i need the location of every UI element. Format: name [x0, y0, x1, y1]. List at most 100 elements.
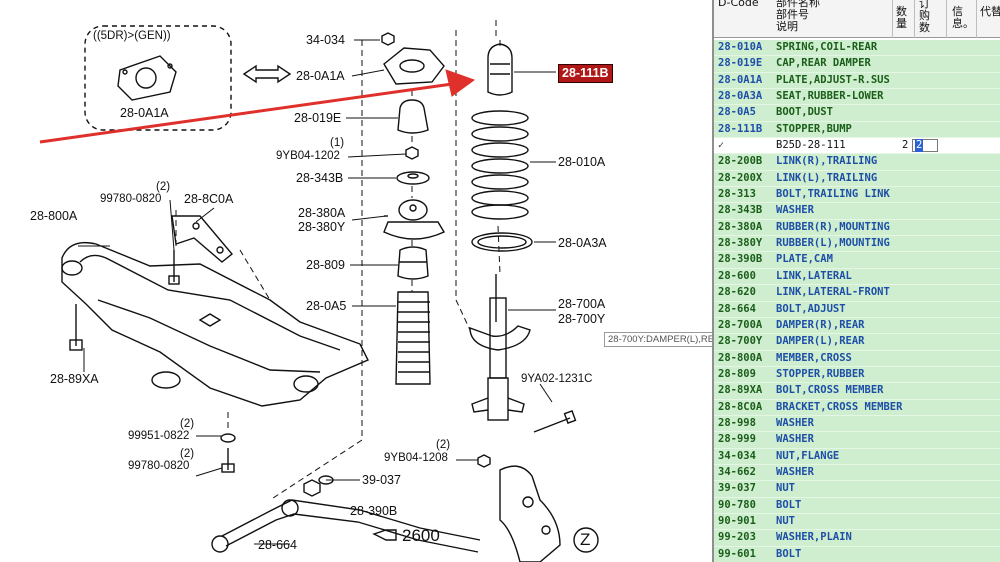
label-28-800a[interactable]: 28-800A [30, 209, 78, 223]
damper-icon [469, 274, 531, 421]
label-28-89xa[interactable]: 28-89XA [50, 372, 99, 386]
inset-title: ((5DR)>(GEN)) [93, 30, 171, 42]
label-99951-0822[interactable]: 99951-0822 [128, 430, 190, 442]
row-dcode: 28-800A [718, 351, 763, 364]
label-28-010a[interactable]: 28-010A [558, 155, 606, 169]
row-part-name: NUT [776, 482, 795, 495]
row-checkbox[interactable]: ✓ [718, 140, 725, 152]
label-28-664[interactable]: 28-664 [258, 538, 297, 552]
label-28-0a5[interactable]: 28-0A5 [306, 299, 347, 313]
row-dcode: 39-037 [718, 482, 756, 495]
label-28-0a1a[interactable]: 28-0A1A [296, 69, 345, 83]
header-name-line1[interactable]: 部件名称 [776, 0, 820, 9]
exploded-view-drawing [39, 20, 599, 562]
ref-2600[interactable]: 2600 [402, 526, 440, 545]
row-part-name: PLATE,CAM [776, 253, 833, 266]
lower-seat-icon [471, 232, 533, 252]
order-quantity-input[interactable]: 2 [912, 139, 938, 153]
label-28-390b[interactable]: 28-390B [350, 504, 398, 518]
row-part-name: NUT [776, 514, 795, 527]
table-row[interactable]: 39-037 NUT [714, 481, 1000, 498]
label-28-380a[interactable]: 28-380A [298, 206, 346, 220]
row-part-name: WASHER [776, 204, 814, 217]
label-28-809[interactable]: 28-809 [306, 258, 345, 272]
label-9yb04-1202[interactable]: 9YB04-1202 [276, 150, 340, 162]
row-dcode: 28-380Y [718, 237, 763, 250]
label-9yb04-1208[interactable]: 9YB04-1208 [384, 452, 448, 464]
row-dcode: 28-111B [718, 122, 763, 135]
row-dcode: 90-901 [718, 514, 756, 527]
label-99780-0820-top[interactable]: 99780-0820 [100, 193, 162, 205]
label-28-700y[interactable]: 28-700Y [558, 312, 606, 326]
header-order-qty[interactable]: 订购数 [919, 0, 930, 34]
pointer-hand-icon [372, 529, 397, 541]
label-39-037[interactable]: 39-037 [362, 473, 401, 487]
row-part-name: BOLT,TRAILING LINK [776, 188, 890, 201]
inset-box [84, 25, 232, 131]
row-dcode: 28-664 [718, 302, 756, 315]
table-row[interactable]: 90-901 NUT [714, 513, 1000, 531]
label-28-111b-highlighted[interactable]: 28-111B [558, 64, 613, 83]
row-dcode: 28-620 [718, 286, 756, 299]
table-row[interactable]: 28-0A5 BOOT,DUST [714, 105, 1000, 122]
row-part-name: MEMBER,CROSS [776, 351, 852, 364]
header-qty[interactable]: 数量 [896, 5, 907, 30]
label-34-034[interactable]: 34-034 [306, 33, 345, 47]
label-28-380y[interactable]: 28-380Y [298, 220, 346, 234]
table-row[interactable]: 28-620 LINK,LATERAL-FRONT [714, 285, 1000, 302]
row-dcode: 28-0A5 [718, 106, 756, 119]
table-row[interactable]: 28-800A MEMBER,CROSS [714, 350, 1000, 367]
row-part-name: BOOT,DUST [776, 106, 833, 119]
label-28-700a[interactable]: 28-700A [558, 297, 606, 311]
qty-label-2b: (2) [180, 418, 195, 430]
row-dcode: 99-203 [718, 531, 756, 544]
ref-z-label[interactable]: Z [580, 530, 591, 549]
row-part-name: NUT,FLANGE [776, 449, 840, 462]
mounting-rubber-icon [383, 221, 446, 240]
label-9ya02-1231c[interactable]: 9YA02-1231C [521, 373, 593, 385]
header-info[interactable]: 信息。 [952, 5, 974, 30]
label-99780-0820-bottom[interactable]: 99780-0820 [128, 460, 190, 472]
dust-boot-icon [395, 291, 431, 385]
header-substitute[interactable]: 代替 [980, 5, 1000, 18]
header-name-line3[interactable]: 说明 [776, 20, 798, 33]
label-28-8c0a[interactable]: 28-8C0A [184, 192, 234, 206]
row-dcode: 34-662 [718, 465, 756, 478]
label-inset-28-0a1a[interactable]: 28-0A1A [120, 106, 169, 120]
row-part-name: DAMPER(L),REAR [776, 335, 865, 348]
label-28-019e[interactable]: 28-019E [294, 111, 342, 125]
row-part-name: LINK,LATERAL-FRONT [776, 286, 890, 299]
label-28-343b[interactable]: 28-343B [296, 171, 344, 185]
header-dcode[interactable]: D-Code [718, 0, 759, 9]
header-name-line2[interactable]: 部件号 [776, 8, 809, 21]
ref-z-circle [573, 527, 599, 553]
label-28-0a3a[interactable]: 28-0A3A [558, 236, 607, 250]
